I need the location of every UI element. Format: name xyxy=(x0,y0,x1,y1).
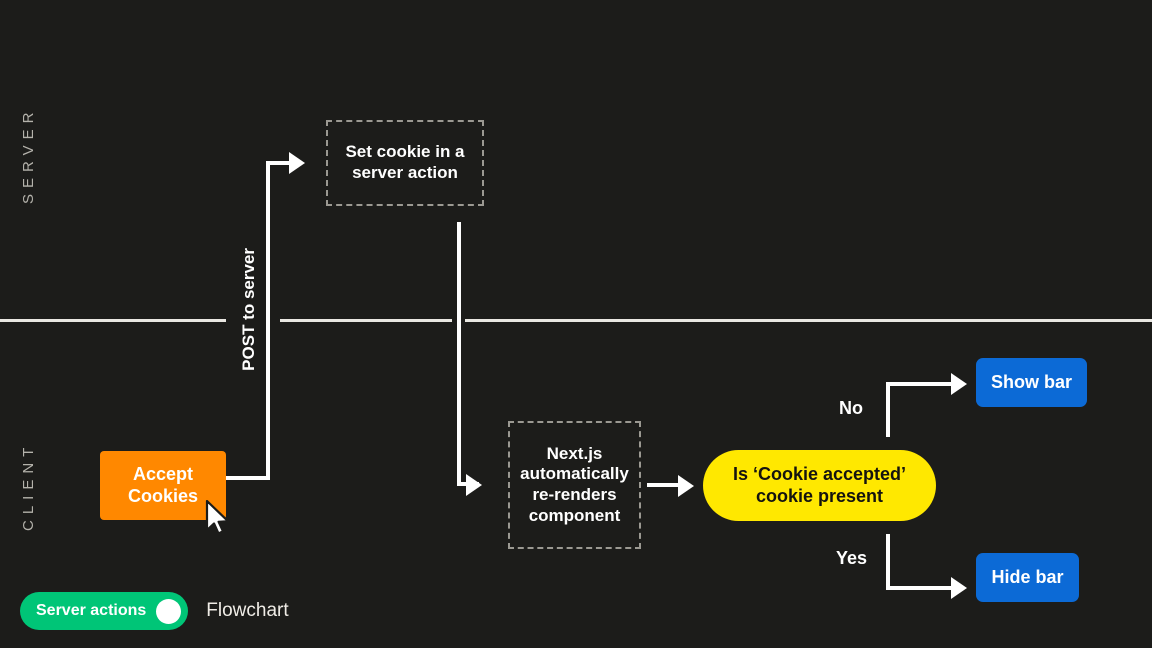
edge-label-no: No xyxy=(839,398,863,418)
footer-bar: Server actions Flowchart xyxy=(20,592,289,630)
lane-label-server: SERVER xyxy=(20,106,37,204)
lane-divider-middle xyxy=(280,319,452,322)
edge-yes-drop xyxy=(886,534,890,590)
edge-no-riser xyxy=(886,382,890,437)
arrowhead-to-rerender xyxy=(466,474,482,496)
arrowhead-to-hide-bar xyxy=(951,577,967,599)
lane-divider-right xyxy=(465,319,1152,322)
server-actions-toggle-label: Server actions xyxy=(36,602,147,619)
edge-yes-run xyxy=(886,586,956,590)
lane-divider-left xyxy=(0,319,226,322)
toggle-knob[interactable] xyxy=(156,598,182,624)
edge-label-post-to-server: POST to server xyxy=(239,248,258,371)
edge-set-cookie-down xyxy=(457,222,461,486)
arrowhead-to-set-cookie xyxy=(289,152,305,174)
server-actions-toggle[interactable]: Server actions xyxy=(20,592,189,630)
edge-label-yes: Yes xyxy=(836,548,868,568)
edge-post-riser xyxy=(266,161,270,480)
arrowhead-to-decision xyxy=(678,475,694,497)
edge-no-run xyxy=(886,382,956,386)
edge-rerender-to-decision xyxy=(647,483,685,487)
node-show-bar-button[interactable]: Show bar xyxy=(976,358,1087,407)
node-nextjs-rerenders-component[interactable]: Next.js automatically re-renders compone… xyxy=(508,421,641,549)
edge-accept-to-elbow xyxy=(226,476,270,480)
lane-label-client: CLIENT xyxy=(20,441,37,531)
node-hide-bar-button[interactable]: Hide bar xyxy=(976,553,1079,602)
footer-caption: Flowchart xyxy=(206,600,289,621)
node-set-cookie-in-server-action[interactable]: Set cookie in a server action xyxy=(326,120,484,206)
arrowhead-to-show-bar xyxy=(951,373,967,395)
mouse-cursor-icon xyxy=(205,500,230,535)
edge-post-top xyxy=(266,161,290,165)
node-cookie-accepted-decision[interactable]: Is ‘Cookie accepted’ cookie present xyxy=(703,450,936,521)
node-accept-cookies-button[interactable]: Accept Cookies xyxy=(100,451,226,520)
